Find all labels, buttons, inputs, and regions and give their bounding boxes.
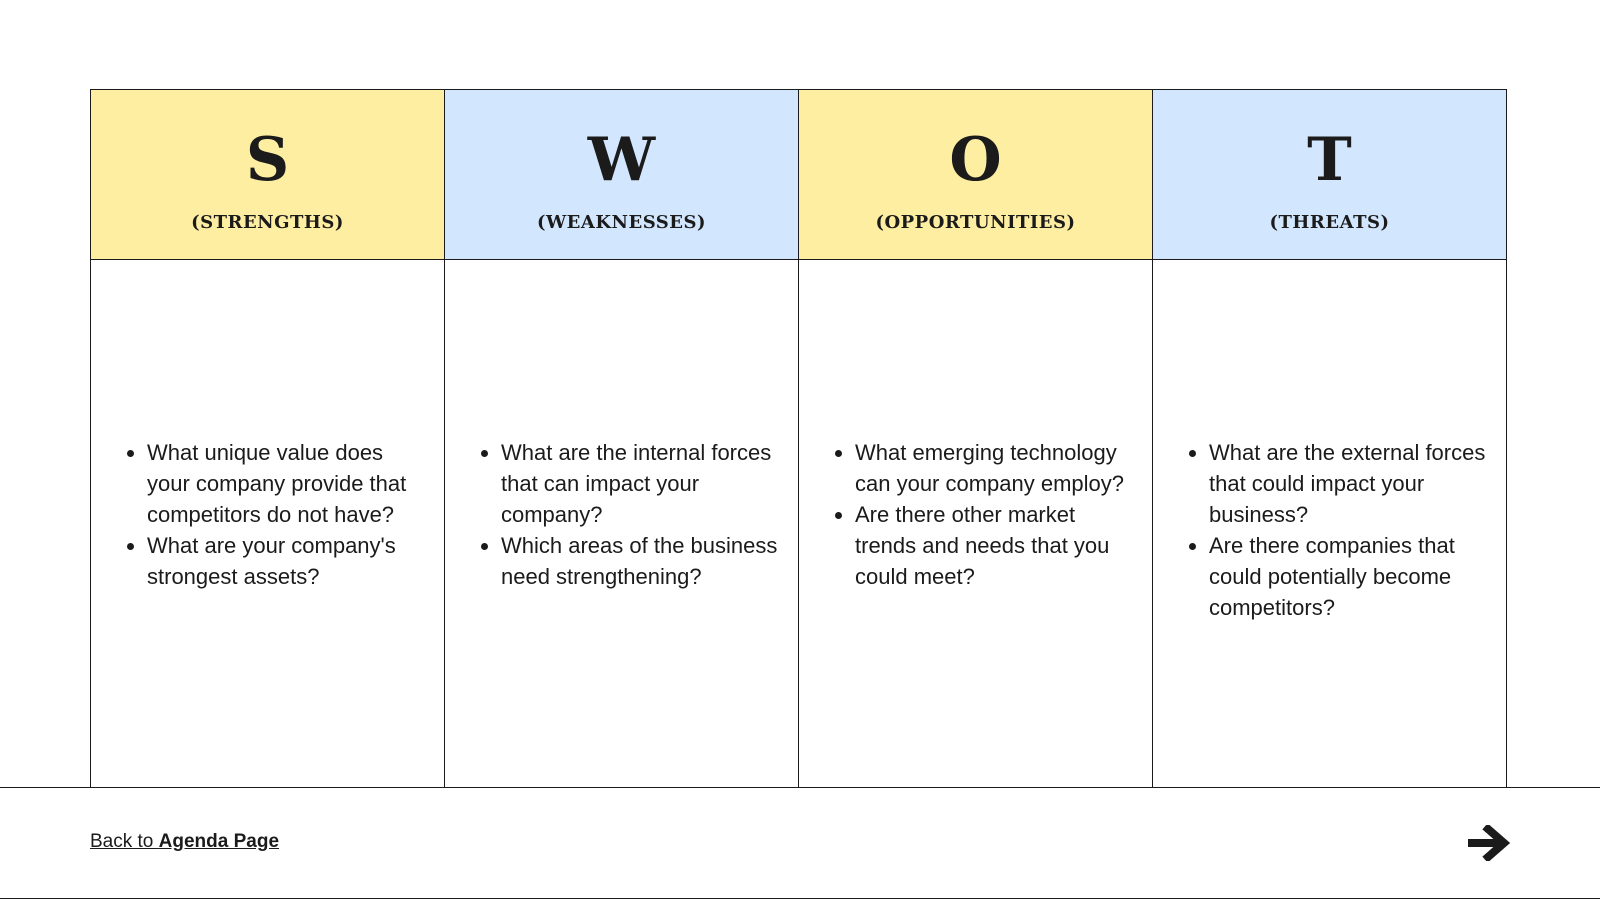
letter-t: T [1307, 125, 1352, 195]
body-weaknesses: What are the internal forces that can im… [445, 260, 799, 787]
strengths-list: What unique value does your company prov… [91, 437, 444, 592]
weaknesses-list: What are the internal forces that can im… [445, 437, 798, 592]
footer-divider-top [0, 787, 1600, 788]
letter-w: W [587, 125, 656, 195]
arrow-right-icon-graphic [1468, 823, 1511, 863]
header-opportunities: O (OPPORTUNITIES) [799, 90, 1153, 260]
label-opportunities: (OPPORTUNITIES) [875, 212, 1076, 233]
list-item: Are there other market trends and needs … [835, 499, 1136, 592]
back-to-agenda-link[interactable]: Back to Agenda Page [90, 831, 279, 853]
list-item: What are your company's strongest assets… [127, 530, 428, 592]
label-strengths: (STRENGTHS) [191, 212, 344, 233]
header-threats: T (THREATS) [1153, 90, 1507, 260]
letter-s: S [245, 125, 290, 195]
list-item: Are there companies that could potential… [1189, 530, 1490, 623]
label-weaknesses: (WEAKNESSES) [536, 212, 707, 233]
threats-list: What are the external forces that could … [1153, 437, 1506, 623]
letter-o: O [949, 125, 1002, 195]
back-link-prefix: Back to [90, 831, 159, 852]
opportunities-list: What emerging technology can your compan… [799, 437, 1152, 592]
list-item: What are the external forces that could … [1189, 437, 1490, 530]
list-item: What unique value does your company prov… [127, 437, 428, 530]
header-strengths: S (STRENGTHS) [91, 90, 445, 260]
list-item: Which areas of the business need strengt… [481, 530, 782, 592]
header-weaknesses: W (WEAKNESSES) [445, 90, 799, 260]
list-item: What emerging technology can your compan… [835, 437, 1136, 499]
arrow-right-icon[interactable] [1466, 823, 1511, 863]
list-item: What are the internal forces that can im… [481, 437, 782, 530]
back-link-target: Agenda Page [158, 831, 280, 852]
body-threats: What are the external forces that could … [1153, 260, 1507, 787]
body-strengths: What unique value does your company prov… [91, 260, 445, 787]
label-threats: (THREATS) [1269, 212, 1390, 233]
body-opportunities: What emerging technology can your compan… [799, 260, 1153, 787]
footer-divider-bottom [0, 898, 1600, 899]
swot-table: S (STRENGTHS) W (WEAKNESSES) O (OPPORTUN… [90, 89, 1507, 787]
